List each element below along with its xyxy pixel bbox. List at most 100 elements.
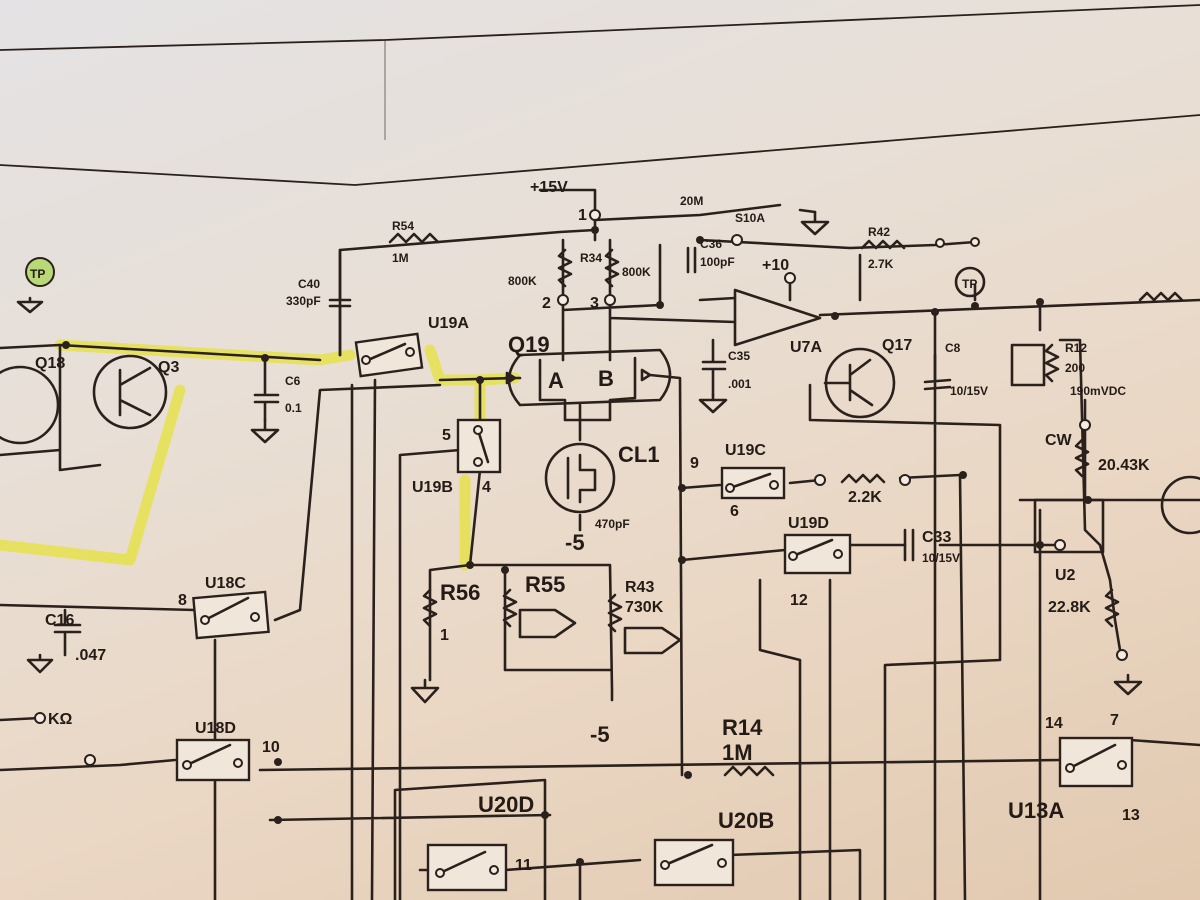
label-c16: C16 (45, 612, 74, 629)
comparator-r43 (623, 626, 682, 655)
label-plus15: +15V (530, 179, 568, 196)
comparator-r55 (518, 608, 577, 639)
resistors (388, 232, 1184, 777)
label-u19a: U19A (428, 315, 469, 332)
pin-1: 1 (578, 207, 587, 224)
label-u2: U2 (1055, 567, 1076, 584)
label-q18: Q18 (35, 355, 65, 372)
label-c8-value: 10/15V (950, 384, 988, 398)
highlighted-trace (0, 339, 521, 571)
pin-10: 10 (262, 739, 280, 756)
label-c6: C6 (285, 374, 301, 388)
pin-3: 3 (590, 295, 599, 312)
pin-6: 6 (730, 503, 739, 520)
label-r42: R42 (868, 225, 890, 239)
switch-u19d (783, 533, 852, 575)
label-r34: R34 (580, 251, 602, 265)
label-c33-value: 10/15V (922, 551, 960, 565)
label-c16-value: .047 (75, 647, 106, 664)
wire-bottom (268, 378, 862, 900)
capacitors (53, 246, 952, 657)
label-pin-a: A (548, 368, 564, 393)
label-c40-value: 330pF (286, 294, 321, 308)
label-u20d: U20D (478, 792, 534, 817)
junction-dots (62, 226, 1092, 866)
label-u19b: U19B (412, 479, 453, 496)
label-20m: 20M (680, 194, 703, 208)
label-r43: R43 (625, 579, 654, 596)
label-2-2k: 2.2K (848, 489, 882, 506)
label-u7a: U7A (790, 339, 822, 356)
switch-u18c (192, 590, 270, 640)
test-point-right (954, 266, 986, 298)
label-pin-b: B (598, 366, 614, 391)
cl1-jfet (544, 442, 616, 514)
pin-13: 13 (1122, 807, 1140, 824)
label-cl1-cap: 470pF (595, 517, 630, 531)
switch-u20d (426, 843, 508, 892)
label-c40: C40 (298, 277, 320, 291)
transistors (0, 343, 1200, 535)
label-r43-value: 730K (625, 599, 664, 616)
label-c35-value: .001 (728, 377, 752, 391)
test-point-left (25, 257, 55, 287)
label-c36-value: 100pF (700, 255, 735, 269)
pin-11: 11 (515, 857, 532, 874)
wire-right (808, 253, 1200, 900)
label-u18d: U18D (195, 720, 236, 737)
label-190mvdc: 190mVDC (1070, 384, 1126, 398)
label-r42-value: 2.7K (868, 257, 894, 271)
label-r56-value: 1 (440, 627, 449, 644)
label-minus5-top: -5 (565, 530, 585, 555)
switch-u19a (354, 332, 424, 378)
label-u19d: U19D (788, 515, 829, 532)
label-22-8k: 22.8K (1048, 599, 1091, 616)
label-r12: R12 (1065, 341, 1087, 355)
u2-block (1033, 498, 1105, 554)
ground-symbols (16, 210, 1143, 704)
label-cw: CW (1045, 432, 1073, 449)
label-c8: C8 (945, 341, 961, 355)
label-r12-value: 200 (1065, 361, 1085, 375)
switch-u19b (456, 418, 502, 474)
pin-4: 4 (482, 479, 491, 496)
label-q3: Q3 (158, 359, 179, 376)
label-c35: C35 (728, 349, 750, 363)
label-c6-value: 0.1 (285, 401, 302, 415)
pin-markers (34, 209, 1128, 766)
page-top-rule (0, 4, 1200, 51)
pin-12: 12 (790, 592, 808, 609)
label-r800-left: 800K (508, 274, 537, 288)
u7a-opamp (733, 278, 822, 347)
switch-u20b (653, 838, 735, 887)
label-plus10: +10 (762, 257, 789, 274)
label-r54-value: 1M (392, 251, 409, 265)
pin-8: 8 (178, 592, 187, 609)
label-q19: Q19 (508, 332, 550, 357)
switch-u13a (1058, 736, 1134, 788)
switch-u18d (175, 738, 251, 782)
label-r56: R56 (440, 580, 480, 605)
pin-5: 5 (442, 427, 451, 444)
label-u19c: U19C (725, 442, 766, 459)
q19-dual-fet (503, 348, 672, 422)
switch-u19c (720, 466, 786, 500)
label-u13a: U13A (1008, 798, 1064, 823)
pin-2: 2 (542, 295, 551, 312)
label-c36: C36 (700, 237, 722, 251)
label-c33: C33 (922, 529, 951, 546)
label-u20b: U20B (718, 808, 774, 833)
label-20-43k: 20.43K (1098, 457, 1150, 474)
label-r55: R55 (525, 572, 565, 597)
wire-top-right (593, 203, 977, 250)
label-r14: R14 (722, 715, 763, 740)
page-header-rule (0, 114, 1200, 186)
pin-9: 9 (690, 455, 699, 472)
label-r800-right: 800K (622, 265, 651, 279)
label-u18c: U18C (205, 575, 246, 592)
pin-7: 7 (1110, 712, 1119, 729)
label-kc: KΩ (48, 711, 73, 728)
label-s10a: S10A (735, 211, 765, 225)
